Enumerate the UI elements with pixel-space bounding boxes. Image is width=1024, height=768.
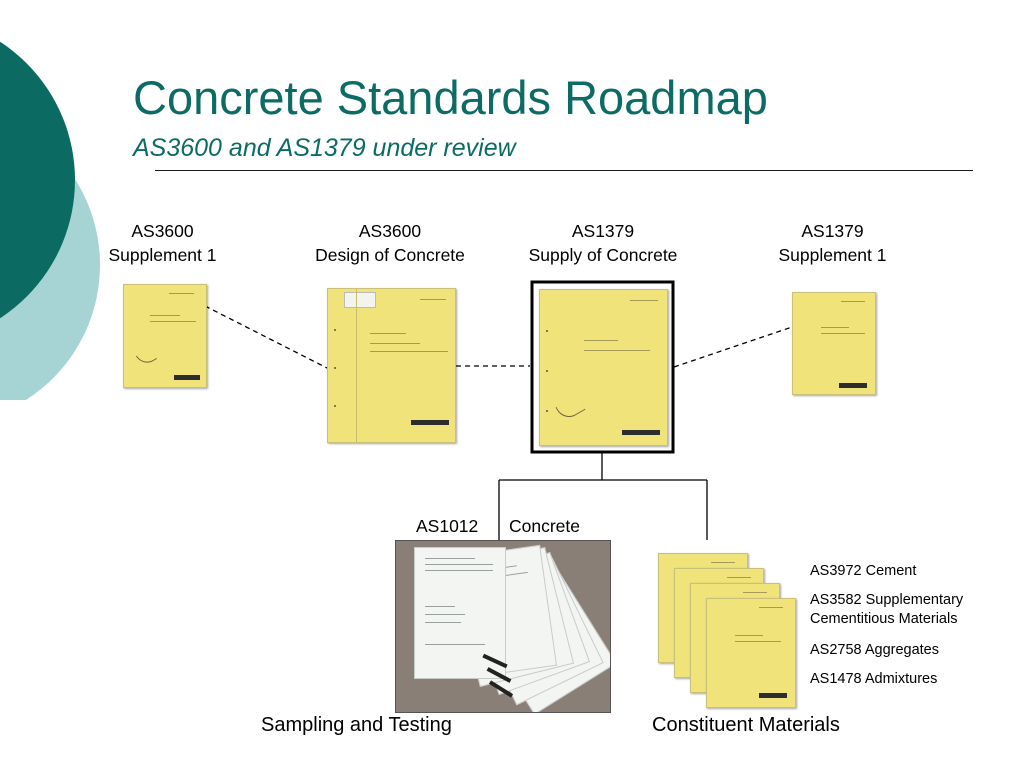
title-rule [155, 170, 973, 171]
caption-constituent-materials: Constituent Materials [652, 714, 840, 736]
highlight-box-as1379 [530, 280, 675, 454]
label-code: AS3600 [358, 221, 422, 241]
label-name: Supply of Concrete [528, 245, 678, 265]
label-as1379-supplement: AS1379 Supplement 1 [765, 219, 900, 267]
sampling-testing-photo [395, 540, 611, 713]
label-as1012-code: AS1012 [416, 516, 479, 536]
document-image-as3600-design [327, 288, 456, 443]
caption-sampling-testing: Sampling and Testing [261, 714, 452, 736]
dashed-link-as1379-to-supp [673, 326, 793, 368]
label-name: Supplement 1 [108, 245, 217, 265]
label-as1012-name: Concrete [509, 516, 581, 536]
label-name: Design of Concrete [315, 245, 465, 265]
label-code: AS1379 [571, 221, 635, 241]
label-code: AS3600 [131, 221, 194, 241]
decorative-circles [0, 41, 100, 400]
material-cement: AS3972 Cement [810, 563, 917, 579]
document-image-admixtures [706, 598, 796, 708]
document-image-as3600-supplement [123, 284, 207, 388]
label-as3600-design: AS3600 Design of Concrete [300, 219, 480, 267]
material-aggregates: AS2758 Aggregates [810, 642, 939, 658]
label-code: AS1379 [801, 221, 864, 241]
label-name: Supplement 1 [778, 245, 887, 265]
document-image-as1379-supply [539, 289, 668, 446]
page-subtitle: AS3600 and AS1379 under review [133, 134, 516, 162]
dark-teal-circle [0, 41, 75, 319]
label-as3600-supplement: AS3600 Supplement 1 [95, 219, 230, 267]
document-image-as1379-supplement [792, 292, 876, 395]
material-admixtures: AS1478 Admixtures [810, 671, 938, 687]
dashed-link-supp-to-as3600 [204, 305, 328, 369]
material-supplementary-line1: AS3582 Supplementary [810, 592, 964, 608]
material-supplementary-line2: Cementitious Materials [810, 611, 958, 627]
page-title: Concrete Standards Roadmap [133, 71, 768, 124]
label-as1379-supply: AS1379 Supply of Concrete [513, 219, 693, 267]
